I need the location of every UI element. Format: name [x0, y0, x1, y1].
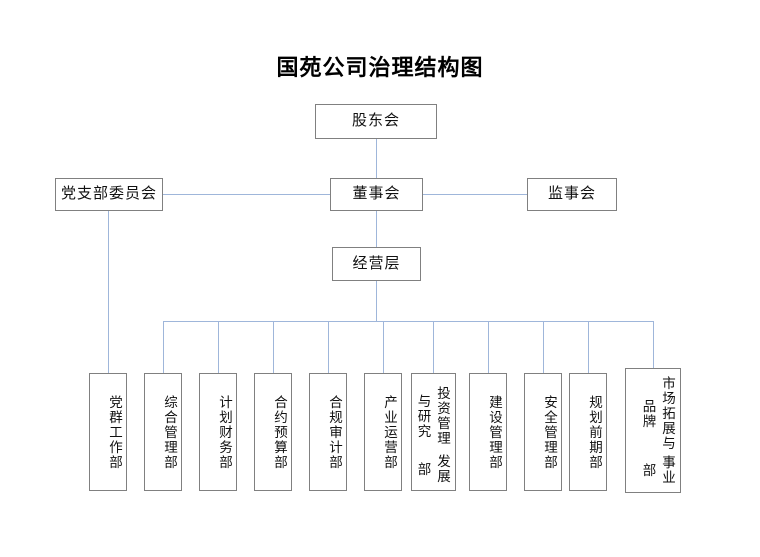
- connector-board-to-supervisors: [423, 194, 527, 195]
- node-department-planning-preliminary[interactable]: 规划前期部: [569, 373, 607, 491]
- connector-management-to-bus: [376, 281, 377, 321]
- node-label: 建设管理部: [487, 394, 502, 470]
- node-department-contract-budget[interactable]: 合约预算部: [254, 373, 292, 491]
- connector-bus-to-general-management: [163, 321, 164, 373]
- node-department-industry-operation[interactable]: 产业运营部: [364, 373, 402, 491]
- connector-bus-to-compliance-audit: [328, 321, 329, 373]
- node-label: 规划前期部: [587, 394, 602, 470]
- node-label-column-1: 投资管理与研究: [415, 386, 450, 447]
- connector-bus-to-planning-preliminary: [588, 321, 589, 373]
- page-title: 国苑公司治理结构图: [276, 55, 484, 80]
- connector-bus-to-investment-research: [433, 321, 434, 373]
- node-department-construction-management[interactable]: 建设管理部: [469, 373, 507, 491]
- node-label: 综合管理部: [162, 394, 177, 470]
- node-label: 产业运营部: [382, 394, 397, 470]
- node-board-of-directors[interactable]: 董事会: [330, 178, 423, 211]
- department-bus-line: [163, 321, 653, 322]
- node-department-investment-research-development[interactable]: 投资管理与研究 发展部: [411, 373, 456, 491]
- connector-bus-to-safety-management: [543, 321, 544, 373]
- connector-party-to-board: [163, 194, 330, 195]
- node-management-level[interactable]: 经营层: [332, 247, 421, 281]
- node-label: 合规审计部: [327, 394, 342, 470]
- node-label: 股东会: [351, 113, 400, 130]
- node-department-general-management[interactable]: 综合管理部: [144, 373, 182, 491]
- connector-shareholders-to-board: [376, 139, 377, 178]
- node-label: 监事会: [547, 186, 596, 203]
- node-label-column-2: 事业部: [640, 455, 675, 486]
- node-board-of-supervisors[interactable]: 监事会: [527, 178, 617, 211]
- connector-bus-to-market-brand: [653, 321, 654, 373]
- node-label: 安全管理部: [542, 394, 557, 470]
- connector-bus-to-industry-operation: [383, 321, 384, 373]
- node-label-column-1: 市场拓展与品牌: [640, 376, 675, 452]
- connector-bus-to-contract-budget: [273, 321, 274, 373]
- node-department-compliance-audit[interactable]: 合规审计部: [309, 373, 347, 491]
- node-label: 计划财务部: [217, 394, 232, 470]
- node-shareholders-meeting[interactable]: 股东会: [315, 104, 437, 139]
- node-label: 党群工作部: [107, 394, 122, 470]
- node-department-market-brand-division[interactable]: 市场拓展与品牌 事业部: [625, 368, 681, 493]
- connector-bus-to-construction-management: [488, 321, 489, 373]
- node-label: 董事会: [352, 186, 401, 203]
- node-department-party-mass-work[interactable]: 党群工作部: [89, 373, 127, 491]
- node-label: 党支部委员会: [60, 186, 157, 203]
- connector-board-to-management: [376, 211, 377, 247]
- node-label-column-2: 发展部: [415, 454, 450, 485]
- node-party-branch-committee[interactable]: 党支部委员会: [55, 178, 163, 211]
- connector-bus-to-planning-finance: [218, 321, 219, 373]
- connector-party-to-party-mass-work: [108, 211, 109, 373]
- node-department-planning-finance[interactable]: 计划财务部: [199, 373, 237, 491]
- node-label: 合约预算部: [272, 394, 287, 470]
- node-label: 经营层: [352, 255, 401, 272]
- node-department-safety-management[interactable]: 安全管理部: [524, 373, 562, 491]
